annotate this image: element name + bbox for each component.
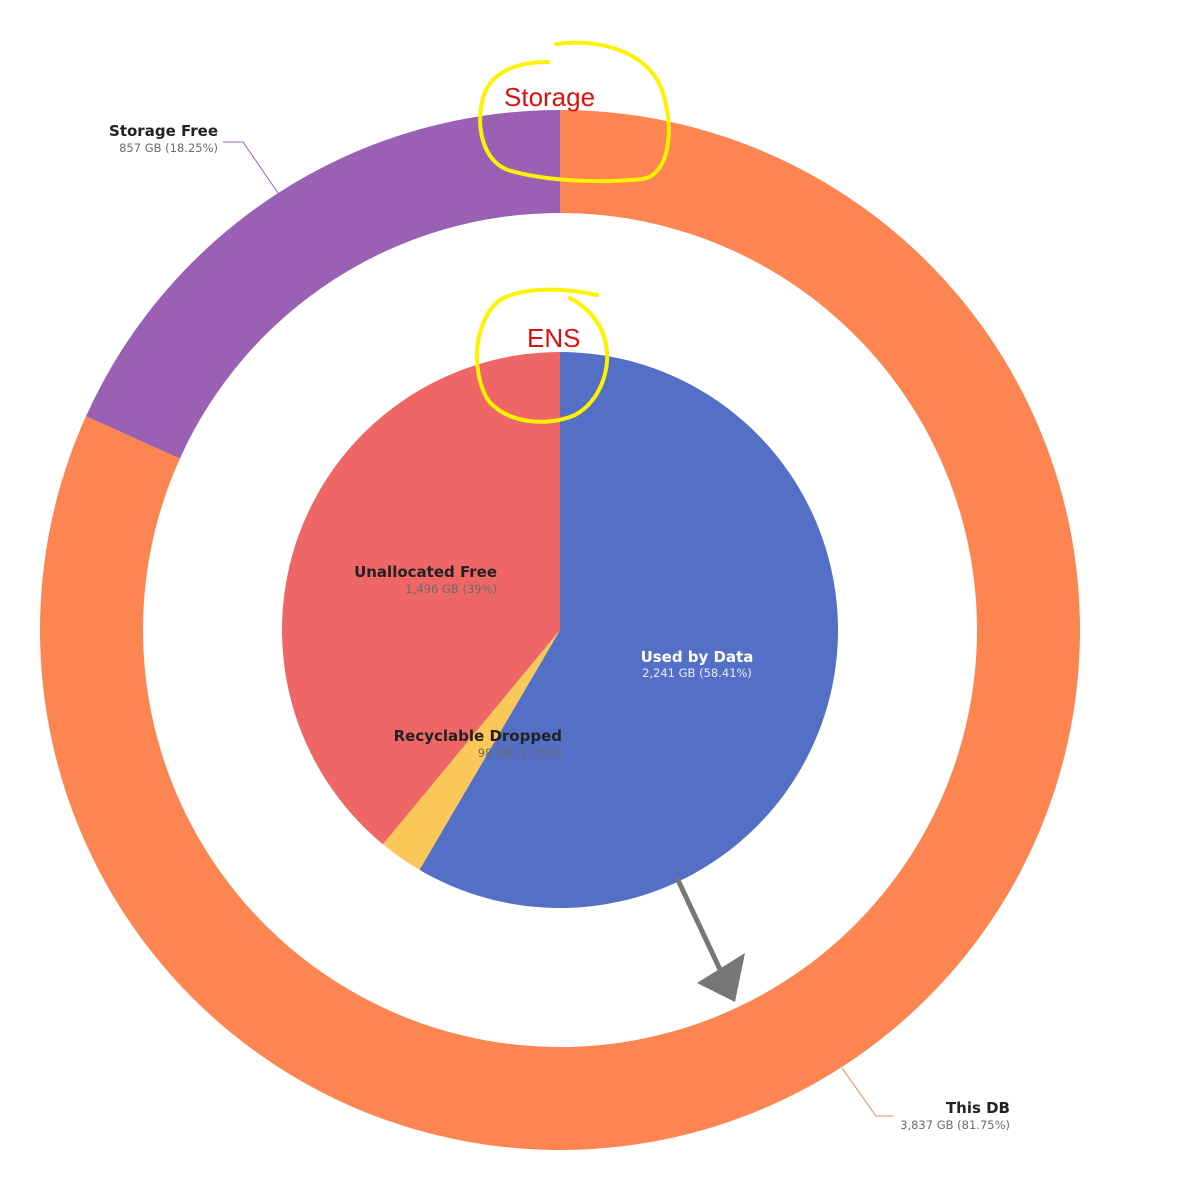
slice-value-unallocated-free: 1,496 GB (39%) xyxy=(405,582,497,596)
inner-slice-unallocated-free[interactable] xyxy=(282,352,560,845)
annotation-circle-ens xyxy=(475,287,610,424)
annotation-arrow-shaft xyxy=(675,877,727,981)
slice-label-unallocated-free: Unallocated Free xyxy=(354,563,497,581)
slice-value-this-db: 3,837 GB (81.75%) xyxy=(900,1118,1010,1132)
leader-line-storage-free xyxy=(223,141,279,194)
slice-label-this-db: This DB xyxy=(946,1099,1010,1117)
slice-label-recyclable-dropped: Recyclable Dropped xyxy=(394,727,562,745)
annotation-circle-storage xyxy=(478,40,671,184)
slice-value-recyclable-dropped: 98 GB (2.55%) xyxy=(478,746,562,760)
annotation-label-ens: ENS xyxy=(527,323,580,353)
annotation-arrow-head xyxy=(697,953,745,1002)
slice-value-storage-free: 857 GB (18.25%) xyxy=(119,141,218,155)
inner-slice-recyclable-dropped[interactable] xyxy=(382,630,560,870)
annotation-label-storage: Storage xyxy=(504,82,595,112)
inner-slice-used-by-data[interactable] xyxy=(419,352,839,908)
slice-label-storage-free: Storage Free xyxy=(109,122,218,140)
inner-pie xyxy=(282,352,839,908)
outer-slice-storage-free[interactable] xyxy=(85,110,560,459)
leader-line-this-db xyxy=(841,1067,893,1117)
slice-label-used-by-data: Used by Data xyxy=(641,648,754,666)
slice-value-used-by-data: 2,241 GB (58.41%) xyxy=(642,666,752,680)
outer-donut xyxy=(39,110,1081,1150)
